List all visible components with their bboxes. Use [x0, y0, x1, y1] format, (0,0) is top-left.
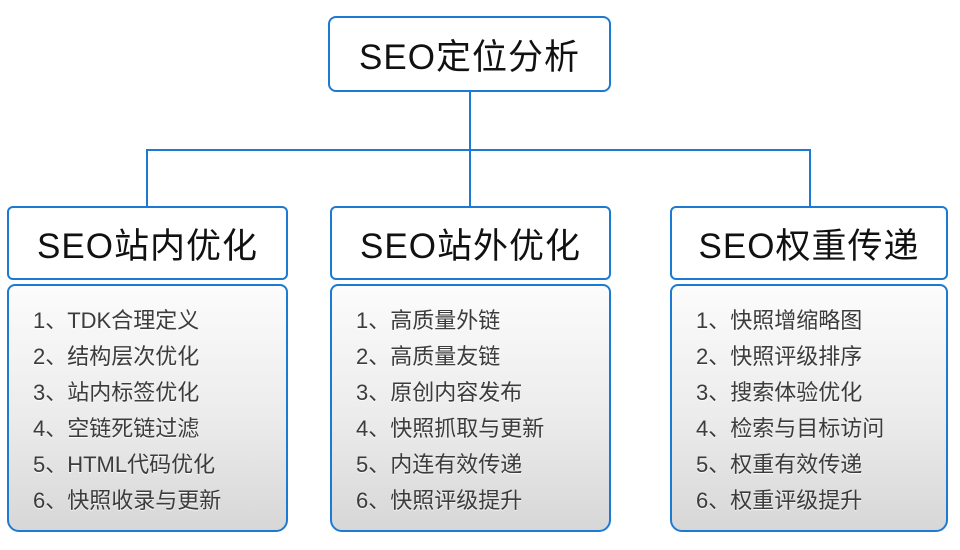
branch-header-weight: SEO权重传递: [670, 206, 948, 280]
branch-offsite: SEO站外优化 1、高质量外链 2、高质量友链 3、原创内容发布 4、快照抓取与…: [330, 0, 611, 550]
branch-onsite: SEO站内优化 1、TDK合理定义 2、结构层次优化 3、站内标签优化 4、空链…: [7, 0, 288, 550]
branch-list-onsite: 1、TDK合理定义 2、结构层次优化 3、站内标签优化 4、空链死链过滤 5、H…: [7, 284, 288, 532]
list-item: 1、TDK合理定义: [33, 308, 200, 333]
list-item: 4、检索与目标访问: [696, 416, 885, 441]
branch-weight: SEO权重传递 1、快照增缩略图 2、快照评级排序 3、搜索体验优化 4、检索与…: [670, 0, 948, 550]
list-item: 6、快照评级提升: [356, 488, 523, 513]
list-item: 6、快照收录与更新: [33, 488, 222, 513]
connector-drop-center: [469, 150, 471, 207]
list-item: 5、内连有效传递: [356, 452, 523, 477]
list-item: 6、权重评级提升: [696, 488, 863, 513]
root-node-label: SEO定位分析: [359, 37, 580, 77]
list-item: 2、快照评级排序: [696, 344, 863, 369]
list-item: 5、HTML代码优化: [33, 452, 216, 477]
connector-drop-right: [809, 150, 811, 207]
branch-header-onsite: SEO站内优化: [7, 206, 288, 280]
branch-list-weight: 1、快照增缩略图 2、快照评级排序 3、搜索体验优化 4、检索与目标访问 5、权…: [670, 284, 948, 532]
branch-list-offsite: 1、高质量外链 2、高质量友链 3、原创内容发布 4、快照抓取与更新 5、内连有…: [330, 284, 611, 532]
list-item: 3、站内标签优化: [33, 380, 200, 405]
branch-title: SEO权重传递: [698, 226, 920, 266]
connector-horizontal: [146, 149, 811, 151]
connector-root-stem: [469, 92, 471, 150]
list-item: 3、原创内容发布: [356, 380, 523, 405]
root-node: SEO定位分析: [328, 16, 611, 92]
connector-drop-left: [146, 150, 148, 207]
list-item: 1、高质量外链: [356, 308, 501, 333]
list-item: 5、权重有效传递: [696, 452, 863, 477]
list-item: 4、快照抓取与更新: [356, 416, 545, 441]
branch-header-offsite: SEO站外优化: [330, 206, 611, 280]
branch-title: SEO站外优化: [360, 226, 581, 266]
list-item: 3、搜索体验优化: [696, 380, 863, 405]
list-item: 1、快照增缩略图: [696, 308, 863, 333]
list-item: 2、高质量友链: [356, 344, 501, 369]
branch-title: SEO站内优化: [37, 226, 258, 266]
list-item: 2、结构层次优化: [33, 344, 200, 369]
list-item: 4、空链死链过滤: [33, 416, 200, 441]
